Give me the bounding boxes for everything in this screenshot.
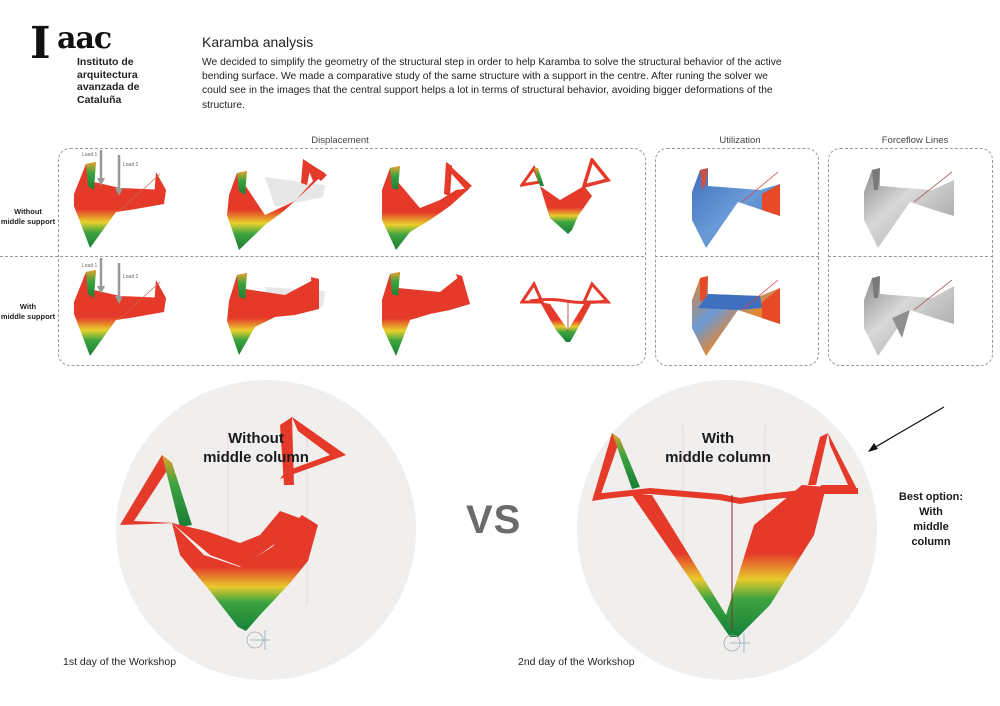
logo-subtitle-line: Cataluña — [77, 93, 122, 106]
displacement-thumb-without-2 — [225, 155, 335, 255]
load-2-label: Load 2 — [123, 274, 139, 280]
displacement-thumb-with-1: Load 1 Load 2 — [60, 258, 170, 363]
best-option-line: With — [919, 506, 943, 518]
forceflow-thumb-with — [862, 268, 962, 360]
displacement-thumb-without-1: Load 1 Load 2 — [60, 150, 170, 255]
label-with-middle-column: With middle column — [658, 429, 778, 467]
load-2-label: Load 2 — [123, 162, 139, 168]
displacement-thumb-with-2 — [225, 265, 335, 360]
load-1-label: Load 1 — [82, 263, 98, 269]
utilization-thumb-without — [690, 160, 790, 250]
caption-day-1: 1st day of the Workshop — [63, 656, 177, 668]
displacement-thumb-without-3 — [380, 160, 480, 255]
logo-subtitle: Instituto de arquitectura avanzada de Ca… — [77, 56, 139, 106]
logo-mark-aac: aac — [57, 21, 112, 56]
structure-with-middle-column — [590, 425, 870, 655]
logo-subtitle-line: arquitectura — [77, 68, 138, 81]
load-1-label: Load 1 — [82, 152, 98, 158]
logo-mark-i: I — [30, 18, 51, 69]
vs-label: VS — [466, 498, 522, 542]
row-label-without-support: Without middle support — [0, 207, 58, 227]
label-without-middle-column: Without middle column — [196, 429, 316, 467]
page-title: Karamba analysis — [202, 34, 314, 50]
caption-day-2: 2nd day of the Workshop — [518, 656, 635, 668]
label-line: With — [701, 430, 735, 447]
iaac-logo: I aac — [30, 22, 150, 72]
row-label-with-support: With middle support — [0, 302, 58, 322]
page-description: We decided to simplify the geometry of t… — [202, 57, 782, 111]
label-line: middle column — [203, 449, 309, 466]
forceflow-row-divider — [828, 256, 993, 257]
section-label-forceflow: Forceflow Lines — [881, 135, 949, 146]
row-label-line: middle support — [0, 217, 56, 226]
forceflow-thumb-without — [862, 160, 962, 250]
section-label-utilization: Utilization — [719, 135, 761, 146]
logo-subtitle-line: Instituto de — [77, 56, 134, 68]
structure-without-middle-column — [120, 415, 420, 655]
utilization-row-divider — [655, 256, 819, 257]
logo-subtitle-line: avanzada de — [77, 81, 140, 93]
displacement-thumb-with-4 — [520, 272, 620, 352]
section-label-displacement: Displacement — [311, 135, 369, 146]
utilization-panel — [655, 148, 819, 366]
displacement-thumb-with-3 — [380, 268, 480, 360]
displacement-row-divider — [0, 256, 644, 257]
row-label-line: Without — [14, 207, 42, 216]
forceflow-panel — [828, 148, 993, 366]
best-option-heading: Best option: — [898, 491, 964, 503]
arrow-icon — [862, 405, 947, 455]
label-line: middle column — [665, 449, 771, 466]
row-label-line: middle support — [0, 312, 56, 321]
label-line: Without — [228, 430, 284, 447]
utilization-thumb-with — [690, 268, 790, 360]
displacement-panel — [58, 148, 646, 366]
best-option-note: Best option: With middle column — [886, 490, 976, 550]
displacement-thumb-without-4 — [520, 158, 620, 243]
best-option-line: column — [911, 536, 951, 548]
row-label-line: With — [19, 302, 37, 311]
best-option-line: middle — [913, 521, 949, 533]
